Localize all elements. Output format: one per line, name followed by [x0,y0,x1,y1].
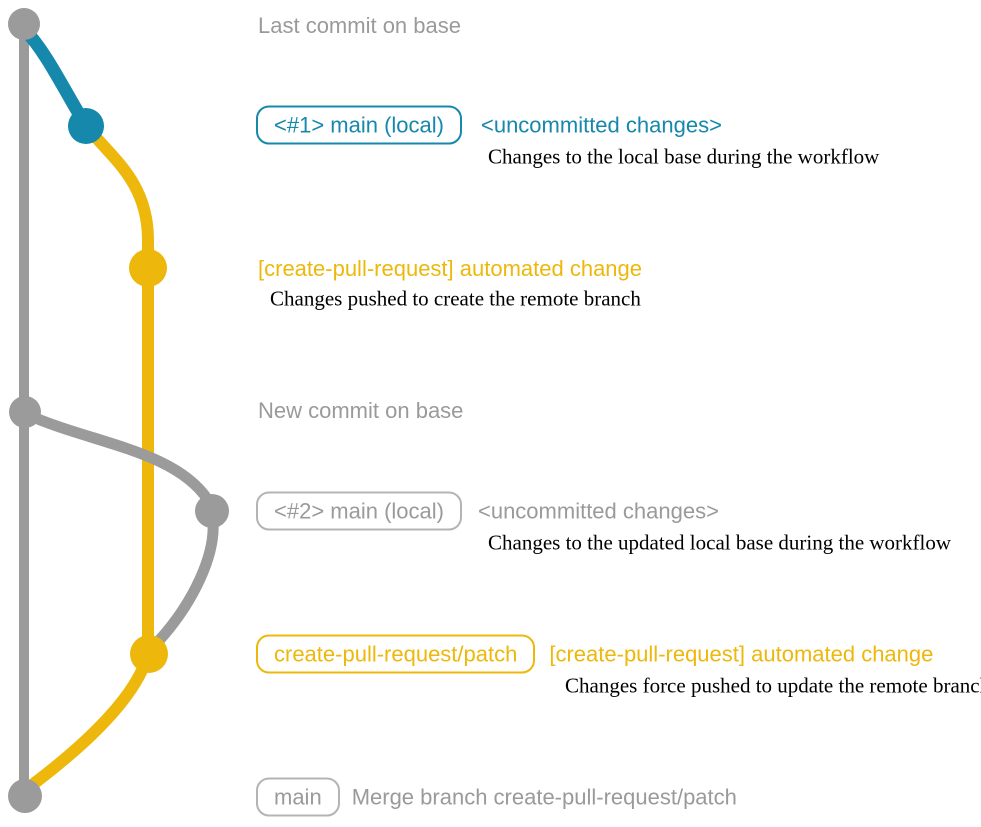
commit-node-merge [8,779,42,813]
merge-into-base-curve [22,648,154,794]
updated-local-curve [20,408,214,506]
local-main-2-row: <#2> main (local) <uncommitted changes> [256,491,719,531]
push-create-description: Changes pushed to create the remote bran… [270,286,641,311]
commit-node-last-on-base [8,8,40,40]
branch-badge-create-pull-request-patch: create-pull-request/patch [256,634,536,674]
local-changes-description: Changes to the local base during the wor… [488,144,880,169]
last-commit-on-base-label: Last commit on base [258,13,461,38]
commit-node-local-main-2 [195,494,229,528]
commit-node-new-on-base [9,396,41,428]
commit-node-patch-2 [130,635,168,673]
patch-branch-line [80,120,154,660]
force-push-curve [148,508,219,652]
branch-badge-main: main [256,777,340,817]
patch-branch-row: create-pull-request/patch [create-pull-r… [256,634,934,674]
automated-change-commit-label-2: [create-pull-request] automated change [549,641,934,666]
local-main-1-row: <#1> main (local) <uncommitted changes> [256,105,722,145]
automated-change-1-row: [create-pull-request] automated change [258,256,642,282]
uncommitted-changes-label-2: <uncommitted changes> [477,498,719,523]
new-commit-on-base-label: New commit on base [258,398,464,423]
uncommitted-changes-label-1: <uncommitted changes> [480,112,722,137]
merge-commit-row: main Merge branch create-pull-request/pa… [256,777,737,817]
updated-local-changes-description: Changes to the updated local base during… [488,530,952,555]
local-main-curve [18,23,92,131]
branch-badge-main-local-2: <#2> main (local) [256,491,462,531]
force-push-description: Changes force pushed to update the remot… [565,673,981,698]
commit-node-patch-1 [129,249,167,287]
commit-node-local-main-1 [68,108,104,144]
merge-commit-message-label: Merge branch create-pull-request/patch [351,784,737,809]
automated-change-commit-label-1: [create-pull-request] automated change [258,256,643,281]
branch-badge-main-local-1: <#1> main (local) [256,105,462,145]
